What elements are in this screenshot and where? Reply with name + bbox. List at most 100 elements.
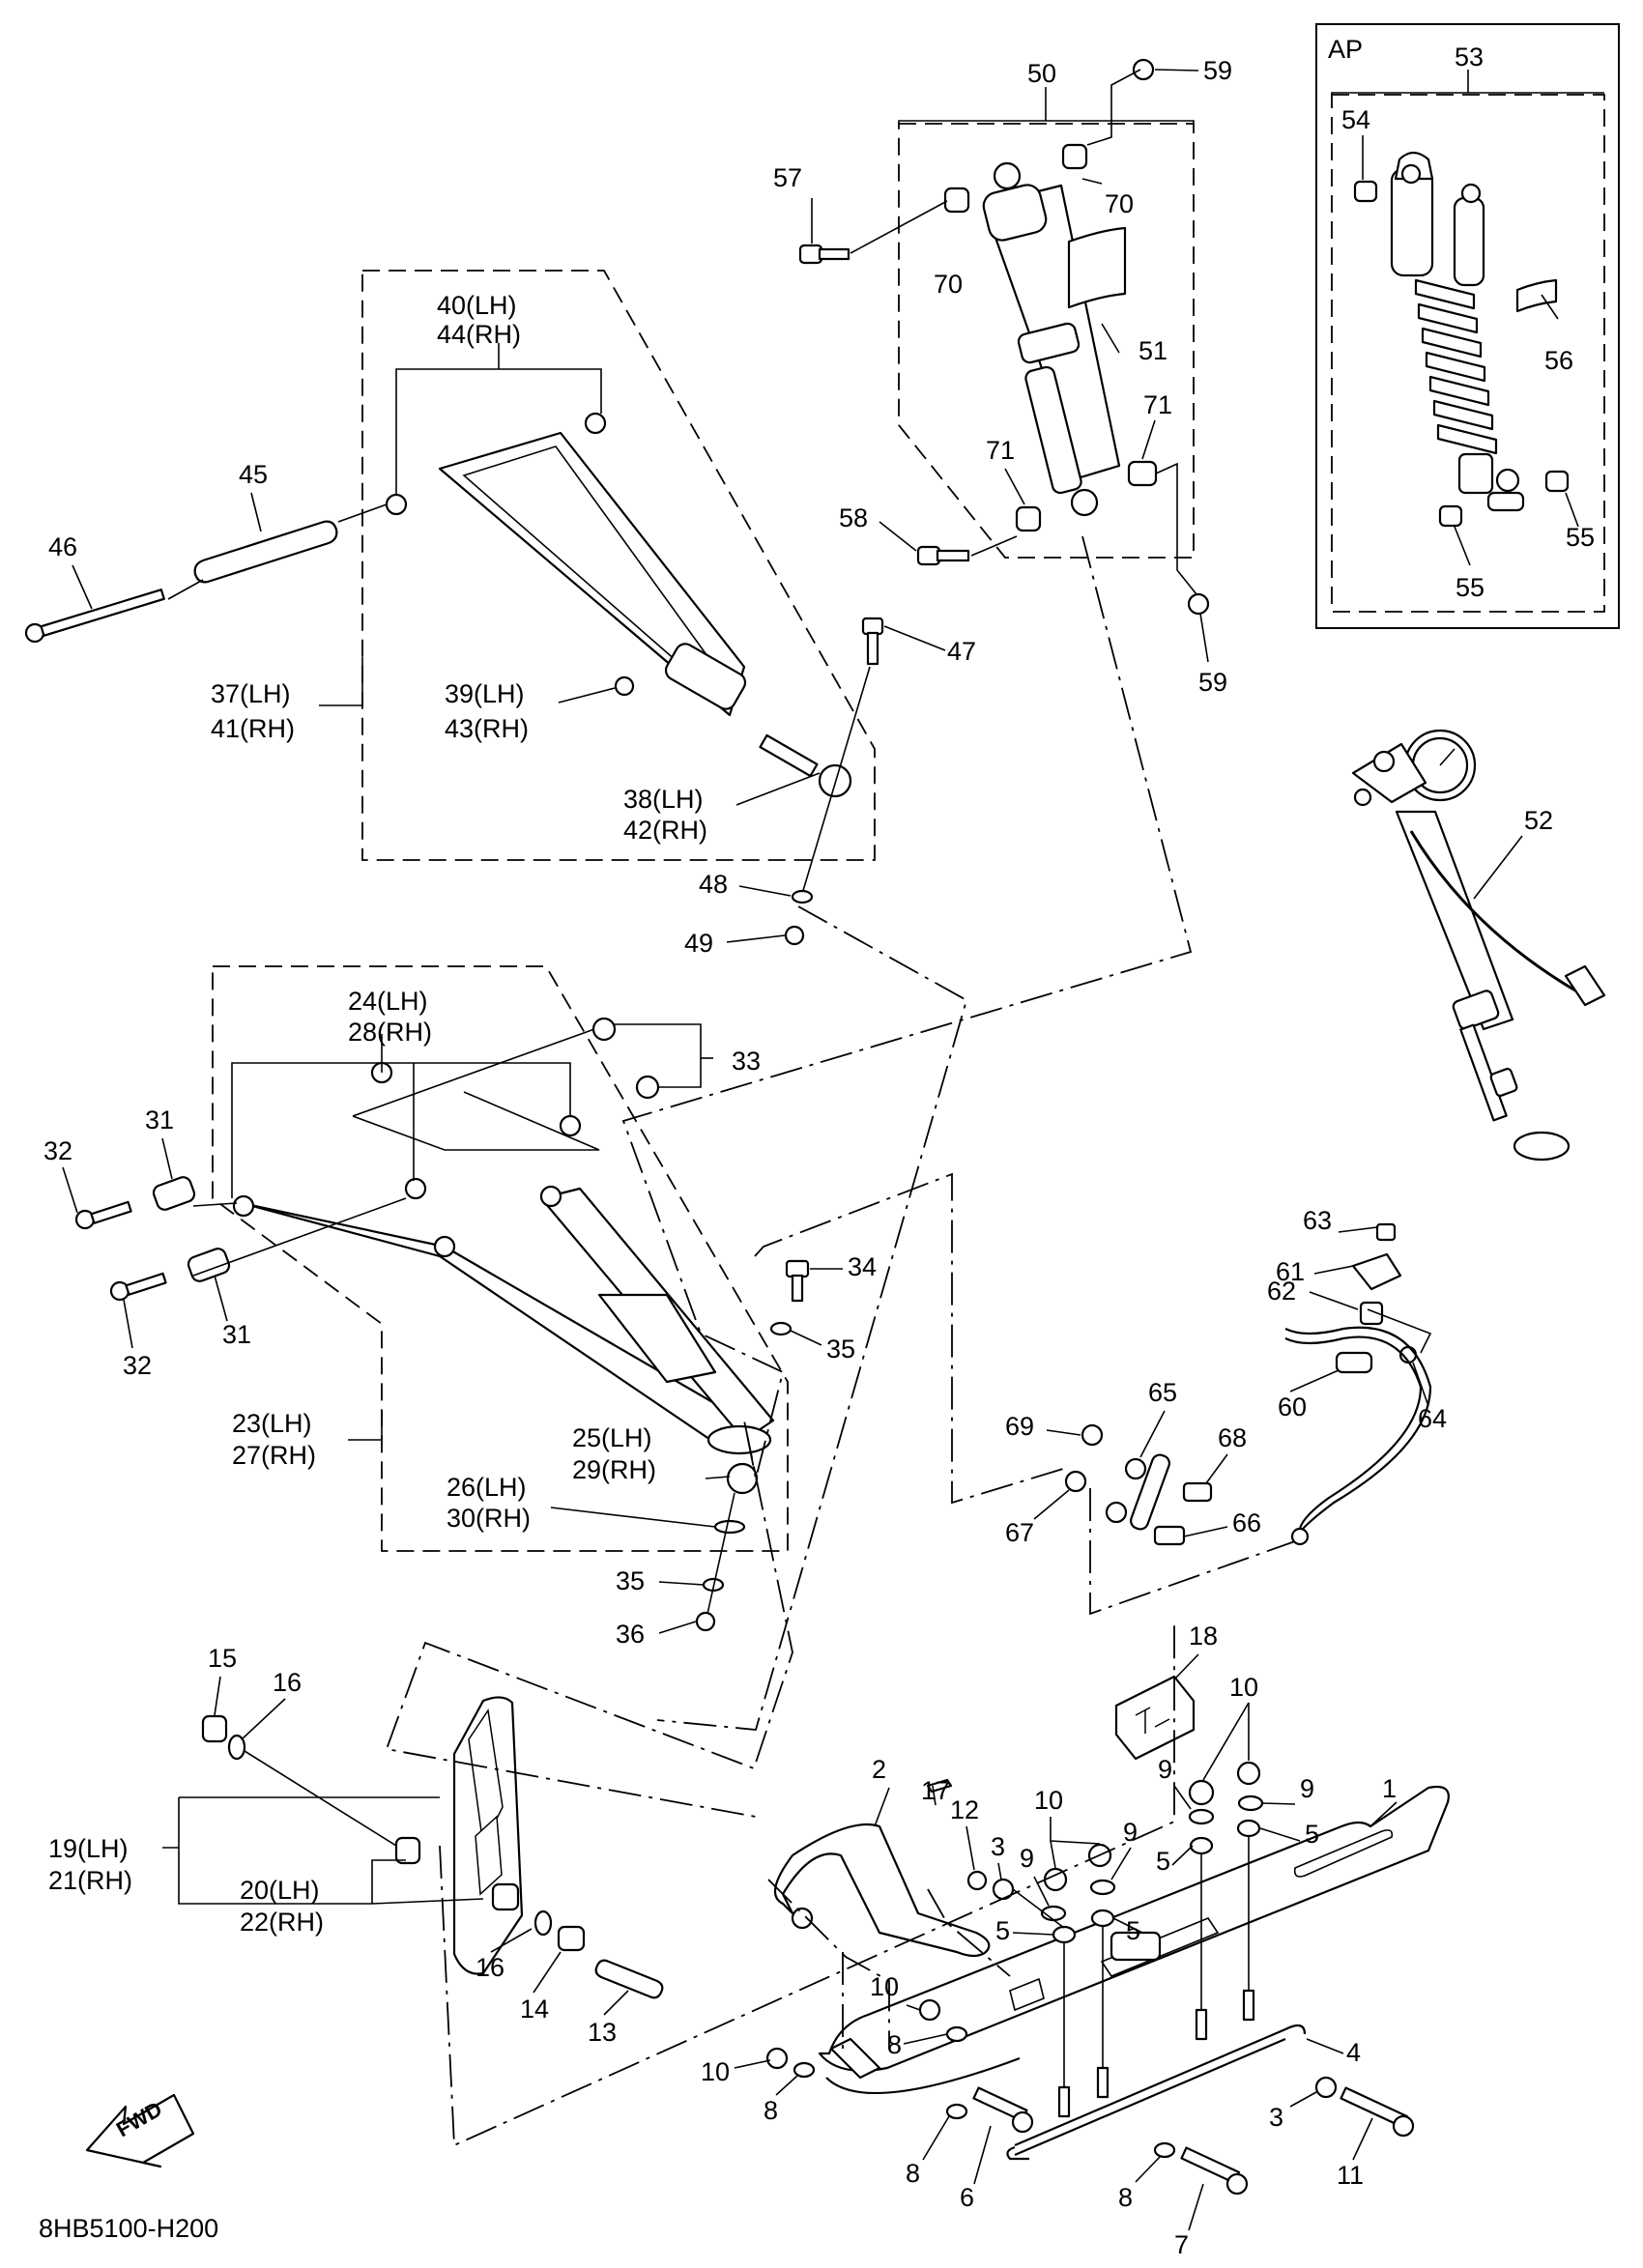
callout-52: 52 xyxy=(1524,806,1553,835)
callout-25-lh: 25(LH) xyxy=(572,1423,652,1452)
nut-33-bottom xyxy=(635,1075,660,1100)
bolt-58 xyxy=(916,545,970,566)
callout-6: 6 xyxy=(960,2183,974,2212)
nut-69 xyxy=(1081,1423,1104,1447)
callout-5-c: 5 xyxy=(1156,1847,1170,1876)
washer-35-top xyxy=(769,1321,793,1336)
collar-15 xyxy=(201,1714,228,1743)
lower-a-arm-assembly xyxy=(74,965,810,1632)
callout-4: 4 xyxy=(1346,2038,1361,2067)
washer-5-c xyxy=(1189,1836,1214,1855)
upper-arm-dashed-region xyxy=(361,270,876,861)
lower-arm-dashed-region xyxy=(212,965,789,1552)
washer-8-a xyxy=(945,2025,968,2043)
diagram-code: 8HB5100-H200 xyxy=(39,2214,218,2243)
nut-39 xyxy=(614,675,635,697)
lower-arm-bracket xyxy=(597,1293,717,1384)
collar-31-top xyxy=(152,1176,196,1211)
callout-63: 63 xyxy=(1303,1206,1332,1235)
callout-45: 45 xyxy=(239,460,268,489)
callout-9-d: 9 xyxy=(1300,1774,1314,1803)
nut-33-top xyxy=(591,1017,617,1042)
nut-59-top xyxy=(1132,58,1155,81)
callout-10-top: 10 xyxy=(1034,1786,1063,1815)
clamp-62 xyxy=(1359,1301,1384,1326)
callout-66: 66 xyxy=(1232,1508,1261,1537)
bolt-11 xyxy=(1340,2086,1415,2138)
callout-8-c: 8 xyxy=(906,2159,920,2188)
collar-70-right xyxy=(1061,143,1088,170)
callout-59-top: 59 xyxy=(1203,56,1232,85)
tie-rod-end-38 xyxy=(759,733,852,798)
ap-label-56 xyxy=(1515,278,1558,313)
ski-bumper-18 xyxy=(1114,1675,1196,1761)
callout-5-d: 5 xyxy=(1305,1820,1319,1849)
nut-36 xyxy=(695,1611,716,1632)
washer-8-b xyxy=(793,2061,816,2079)
washer-8-d xyxy=(1153,2141,1176,2159)
callout-61: 61 xyxy=(1276,1257,1305,1286)
upper-a-arm-assembly xyxy=(24,270,884,946)
shock-bottom-eye xyxy=(1070,488,1099,517)
shock-pump-52 xyxy=(1351,729,1606,1162)
bolt-47 xyxy=(861,617,884,666)
ski-handle-bar xyxy=(773,1823,991,1958)
callout-36: 36 xyxy=(616,1620,645,1649)
callout-leader-lines xyxy=(62,69,1523,2231)
wear-bar-4 xyxy=(1014,2024,1307,2147)
bushing-24-left xyxy=(232,1194,255,1218)
ap-box-frame xyxy=(1315,23,1620,629)
callout-32-bottom: 32 xyxy=(123,1351,152,1380)
nut-10-bottom-left xyxy=(765,2047,789,2070)
callout-26-lh: 26(LH) xyxy=(447,1473,527,1502)
bolt-57 xyxy=(798,244,850,265)
shaft-45 xyxy=(193,520,338,584)
callout-2: 2 xyxy=(872,1755,886,1784)
nut-12 xyxy=(966,1870,988,1891)
callout-5-b: 5 xyxy=(1126,1916,1140,1945)
ap-bushing-54 xyxy=(1353,180,1378,203)
cable-60 xyxy=(1284,1326,1432,1542)
washer-48 xyxy=(791,889,814,904)
bushing-22 xyxy=(491,1882,520,1911)
collar-71-right xyxy=(1127,460,1158,487)
callout-46: 46 xyxy=(48,532,77,561)
washer-8-c xyxy=(945,2103,968,2120)
spindle-19 xyxy=(162,1696,664,1999)
callout-33: 33 xyxy=(732,1047,761,1076)
ball-joint-25 xyxy=(726,1462,759,1495)
bushing-28 xyxy=(404,1177,427,1200)
callout-31-top: 31 xyxy=(145,1105,174,1134)
callout-64: 64 xyxy=(1418,1404,1447,1433)
callout-11: 11 xyxy=(1337,2161,1364,2190)
callout-48: 48 xyxy=(699,870,728,899)
bolt-66 xyxy=(1153,1525,1186,1546)
callout-39-lh: 39(LH) xyxy=(445,679,525,708)
washer-16-bottom xyxy=(533,1909,553,1937)
callout-62: 62 xyxy=(1267,1277,1296,1306)
ap-bushing-55-right xyxy=(1544,470,1570,493)
callout-16-top: 16 xyxy=(273,1668,302,1697)
callout-10-bottom-left: 10 xyxy=(701,2057,730,2086)
nut-10-right-b xyxy=(1236,1761,1261,1786)
callout-71-left: 71 xyxy=(986,436,1015,465)
callout-70-left: 70 xyxy=(934,270,963,299)
callout-40-lh: 40(LH) xyxy=(437,291,517,320)
callout-42-rh: 42(RH) xyxy=(623,816,707,845)
callout-3-top: 3 xyxy=(991,1832,1005,1861)
nut-49 xyxy=(784,925,805,946)
shock-rod xyxy=(1024,365,1082,495)
callout-23-lh: 23(LH) xyxy=(232,1409,312,1438)
callout-16-bottom: 16 xyxy=(476,1953,504,1982)
callout-10-left: 10 xyxy=(870,1972,899,2001)
callout-50: 50 xyxy=(1027,59,1056,88)
screw-63 xyxy=(1375,1222,1397,1242)
washer-9-c xyxy=(1188,1808,1215,1825)
collar-70-left xyxy=(943,187,970,214)
bushing-24-right xyxy=(559,1114,582,1137)
callout-55-right: 55 xyxy=(1566,523,1595,552)
callout-38-lh: 38(LH) xyxy=(623,785,704,814)
spacer-3-bottom xyxy=(1314,2076,1338,2099)
callout-35-top: 35 xyxy=(826,1335,855,1364)
